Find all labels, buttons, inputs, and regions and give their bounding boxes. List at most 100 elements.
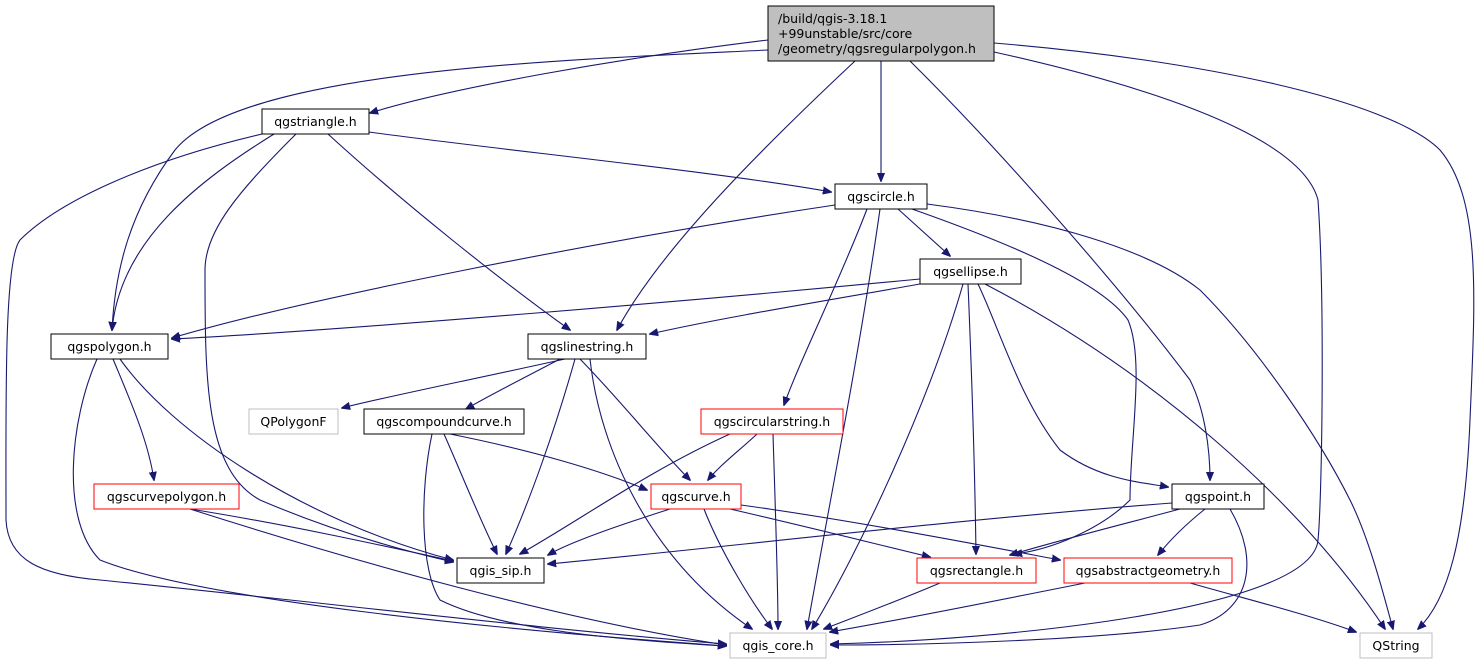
node-box-QPolygonF <box>248 408 339 435</box>
edge-qgscircle-to-qgsellipse <box>897 208 950 256</box>
node-qgspolygon[interactable]: qgspolygon.h <box>50 333 169 360</box>
node-label-qgscurvepolygon: qgscurvepolygon.h <box>107 489 226 504</box>
node-label-root-line-3: /geometry/qgsregularpolygon.h <box>778 41 976 56</box>
edge-qgslinestring-to-qgis_sip <box>506 358 576 554</box>
edge-qgspoint-to-qgis_core <box>831 508 1248 645</box>
edge-qgscompoundcurve-to-qgis_core <box>423 433 726 646</box>
edge-qgspoint-to-qgsabstractgeometry <box>1158 508 1206 555</box>
edge-qgsellipse-to-qgslinestring <box>650 283 921 334</box>
edge-qgscircle-to-qgis_core <box>807 208 881 629</box>
node-box-qgscurve <box>650 483 742 510</box>
edge-qgscircularstring-to-qgis_core <box>772 433 778 629</box>
edge-qgstriangle-to-qgis_sip <box>204 133 453 562</box>
edge-qgscompoundcurve-to-qgscurve <box>449 433 647 490</box>
node-label-qgis_sip: qgis_sip.h <box>470 563 532 578</box>
node-label-root-line-1: /build/qgis-3.18.1 <box>778 11 887 26</box>
edge-qgslinestring-to-qgis_core <box>589 358 752 629</box>
edge-qgscircle-to-qgscircularstring <box>784 208 868 405</box>
node-box-qgstriangle <box>261 108 370 135</box>
edge-qgscircle-to-qgspolygon <box>172 204 836 338</box>
edge-qgspolygon-to-qgis_sip <box>119 358 453 560</box>
node-box-qgsabstractgeometry <box>1063 557 1233 584</box>
edge-qgsellipse-to-qgspolygon <box>172 278 921 339</box>
node-label-qgspolygon: qgspolygon.h <box>67 339 151 354</box>
edge-qgsrectangle-to-qgis_core <box>824 582 941 629</box>
node-box-root <box>767 5 995 62</box>
node-qgstriangle[interactable]: qgstriangle.h <box>261 108 370 135</box>
node-qgscompoundcurve[interactable]: qgscompoundcurve.h <box>363 408 525 435</box>
node-QString: QString <box>1359 632 1433 659</box>
node-label-qgstriangle: qgstriangle.h <box>274 114 356 129</box>
edge-qgslinestring-to-QPolygonF <box>342 358 566 408</box>
node-qgscircularstring[interactable]: qgscircularstring.h <box>700 408 844 435</box>
edge-qgscurve-to-qgis_core <box>703 508 772 629</box>
edge-qgsellipse-to-qgspoint <box>977 283 1168 487</box>
edge-qgstriangle-to-qgspolygon <box>112 133 275 330</box>
node-box-qgsrectangle <box>916 557 1037 584</box>
node-qgsellipse[interactable]: qgsellipse.h <box>919 258 1022 285</box>
node-box-qgsellipse <box>919 258 1022 285</box>
node-box-qgscircularstring <box>700 408 844 435</box>
edge-qgstriangle-to-qgscircle <box>368 131 831 192</box>
node-root[interactable]: /build/qgis-3.18.1+99unstable/src/core/g… <box>767 5 995 62</box>
node-box-qgspolygon <box>50 333 169 360</box>
edge-qgstriangle-to-qgslinestring <box>327 133 570 330</box>
edge-qgscurvepolygon-to-qgis_sip <box>189 508 453 561</box>
node-label-qgscurve: qgscurve.h <box>661 489 730 504</box>
node-qgscurve[interactable]: qgscurve.h <box>650 483 742 510</box>
node-box-qgslinestring <box>527 333 647 360</box>
node-label-qgsrectangle: qgsrectangle.h <box>930 563 1023 578</box>
edge-qgscircle-to-QString <box>926 203 1393 629</box>
edge-root-to-qgslinestring <box>617 60 856 330</box>
edge-root-to-qgspoint <box>909 60 1210 480</box>
node-label-qgsellipse: qgsellipse.h <box>933 264 1008 279</box>
node-box-qgscircle <box>834 183 928 210</box>
edges-layer <box>5 39 1475 646</box>
edge-qgslinestring-to-qgscompoundcurve <box>466 358 561 409</box>
node-box-qgis_sip <box>456 557 545 584</box>
edge-qgscurve-to-qgis_sip <box>548 508 671 555</box>
node-box-qgis_core <box>729 632 827 659</box>
node-qgis_core: qgis_core.h <box>729 632 827 659</box>
edge-qgsellipse-to-qgsrectangle <box>967 283 976 554</box>
edge-qgslinestring-to-qgscurve <box>579 358 690 480</box>
node-box-QString <box>1359 632 1433 659</box>
node-qgspoint[interactable]: qgspoint.h <box>1171 483 1265 510</box>
node-qgsabstractgeometry[interactable]: qgsabstractgeometry.h <box>1063 557 1233 584</box>
node-label-QPolygonF: QPolygonF <box>260 414 326 429</box>
node-label-qgis_core: qgis_core.h <box>742 638 813 653</box>
node-box-qgscompoundcurve <box>363 408 525 435</box>
edge-qgscurvepolygon-to-qgis_core <box>189 508 726 645</box>
edge-qgscircularstring-to-qgis_sip <box>520 433 731 554</box>
node-QPolygonF: QPolygonF <box>248 408 339 435</box>
node-qgscurvepolygon[interactable]: qgscurvepolygon.h <box>93 483 240 510</box>
edge-root-to-QString <box>993 42 1475 629</box>
edge-qgstriangle-to-qgis_core <box>5 133 726 644</box>
edge-qgscurve-to-qgsrectangle <box>729 508 930 557</box>
edge-qgsabstractgeometry-to-QString <box>1189 582 1356 632</box>
node-qgslinestring[interactable]: qgslinestring.h <box>527 333 647 360</box>
node-label-QString: QString <box>1372 638 1419 653</box>
node-box-qgscurvepolygon <box>93 483 240 510</box>
edge-qgscurve-to-qgsabstractgeometry <box>740 504 1060 560</box>
node-label-qgscircle: qgscircle.h <box>847 189 915 204</box>
edge-qgspolygon-to-qgis_core <box>72 358 726 646</box>
edge-qgscircularstring-to-qgscurve <box>708 433 758 480</box>
node-label-qgscircularstring: qgscircularstring.h <box>714 414 830 429</box>
node-qgis_sip[interactable]: qgis_sip.h <box>456 557 545 584</box>
edge-qgspolygon-to-qgscurvepolygon <box>112 358 154 480</box>
node-qgscircle[interactable]: qgscircle.h <box>834 183 928 210</box>
edge-qgsellipse-to-QString <box>984 283 1385 629</box>
node-qgsrectangle[interactable]: qgsrectangle.h <box>916 557 1037 584</box>
node-label-qgspoint: qgspoint.h <box>1185 489 1251 504</box>
node-box-qgspoint <box>1171 483 1265 510</box>
edge-qgspoint-to-qgis_sip <box>548 502 1173 564</box>
node-label-root-line-2: +99unstable/src/core <box>778 26 912 41</box>
nodes-layer: /build/qgis-3.18.1+99unstable/src/core/g… <box>50 5 1433 659</box>
edge-qgspoint-to-qgsrectangle <box>1010 508 1181 555</box>
edge-qgsellipse-to-qgis_core <box>812 283 964 629</box>
edge-qgscircle-to-qgsrectangle <box>911 208 1137 554</box>
edge-root-to-qgis_core <box>831 51 1323 644</box>
edge-qgscompoundcurve-to-qgis_sip <box>443 433 497 554</box>
